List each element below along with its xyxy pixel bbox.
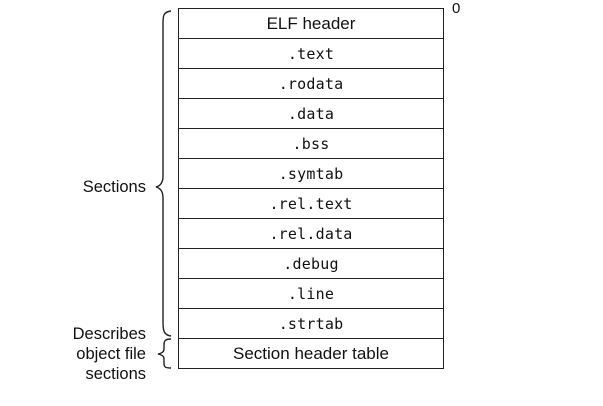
- symtab-section-row: .symtab: [179, 158, 443, 188]
- sections-brace: [155, 10, 172, 337]
- section-header-brace: [157, 338, 172, 369]
- strtab-section-row: .strtab: [179, 308, 443, 338]
- rodata-section-row: .rodata: [179, 68, 443, 98]
- elf-object-file-table: ELF header.text.rodata.data.bss.symtab.r…: [178, 8, 444, 369]
- rel-data-section-row: .rel.data: [179, 218, 443, 248]
- elf-header-row: ELF header: [179, 8, 443, 38]
- offset-zero-label: 0: [452, 0, 461, 17]
- data-section-row: .data: [179, 98, 443, 128]
- section-header-table-row: Section header table: [179, 338, 443, 368]
- bss-section-row: .bss: [179, 128, 443, 158]
- line-section-row: .line: [179, 278, 443, 308]
- sections-label: Sections: [82, 178, 146, 196]
- text-section-row: .text: [179, 38, 443, 68]
- describes-object-file-sections-label: Describes object file sections: [72, 325, 146, 383]
- debug-section-row: .debug: [179, 248, 443, 278]
- rel-text-section-row: .rel.text: [179, 188, 443, 218]
